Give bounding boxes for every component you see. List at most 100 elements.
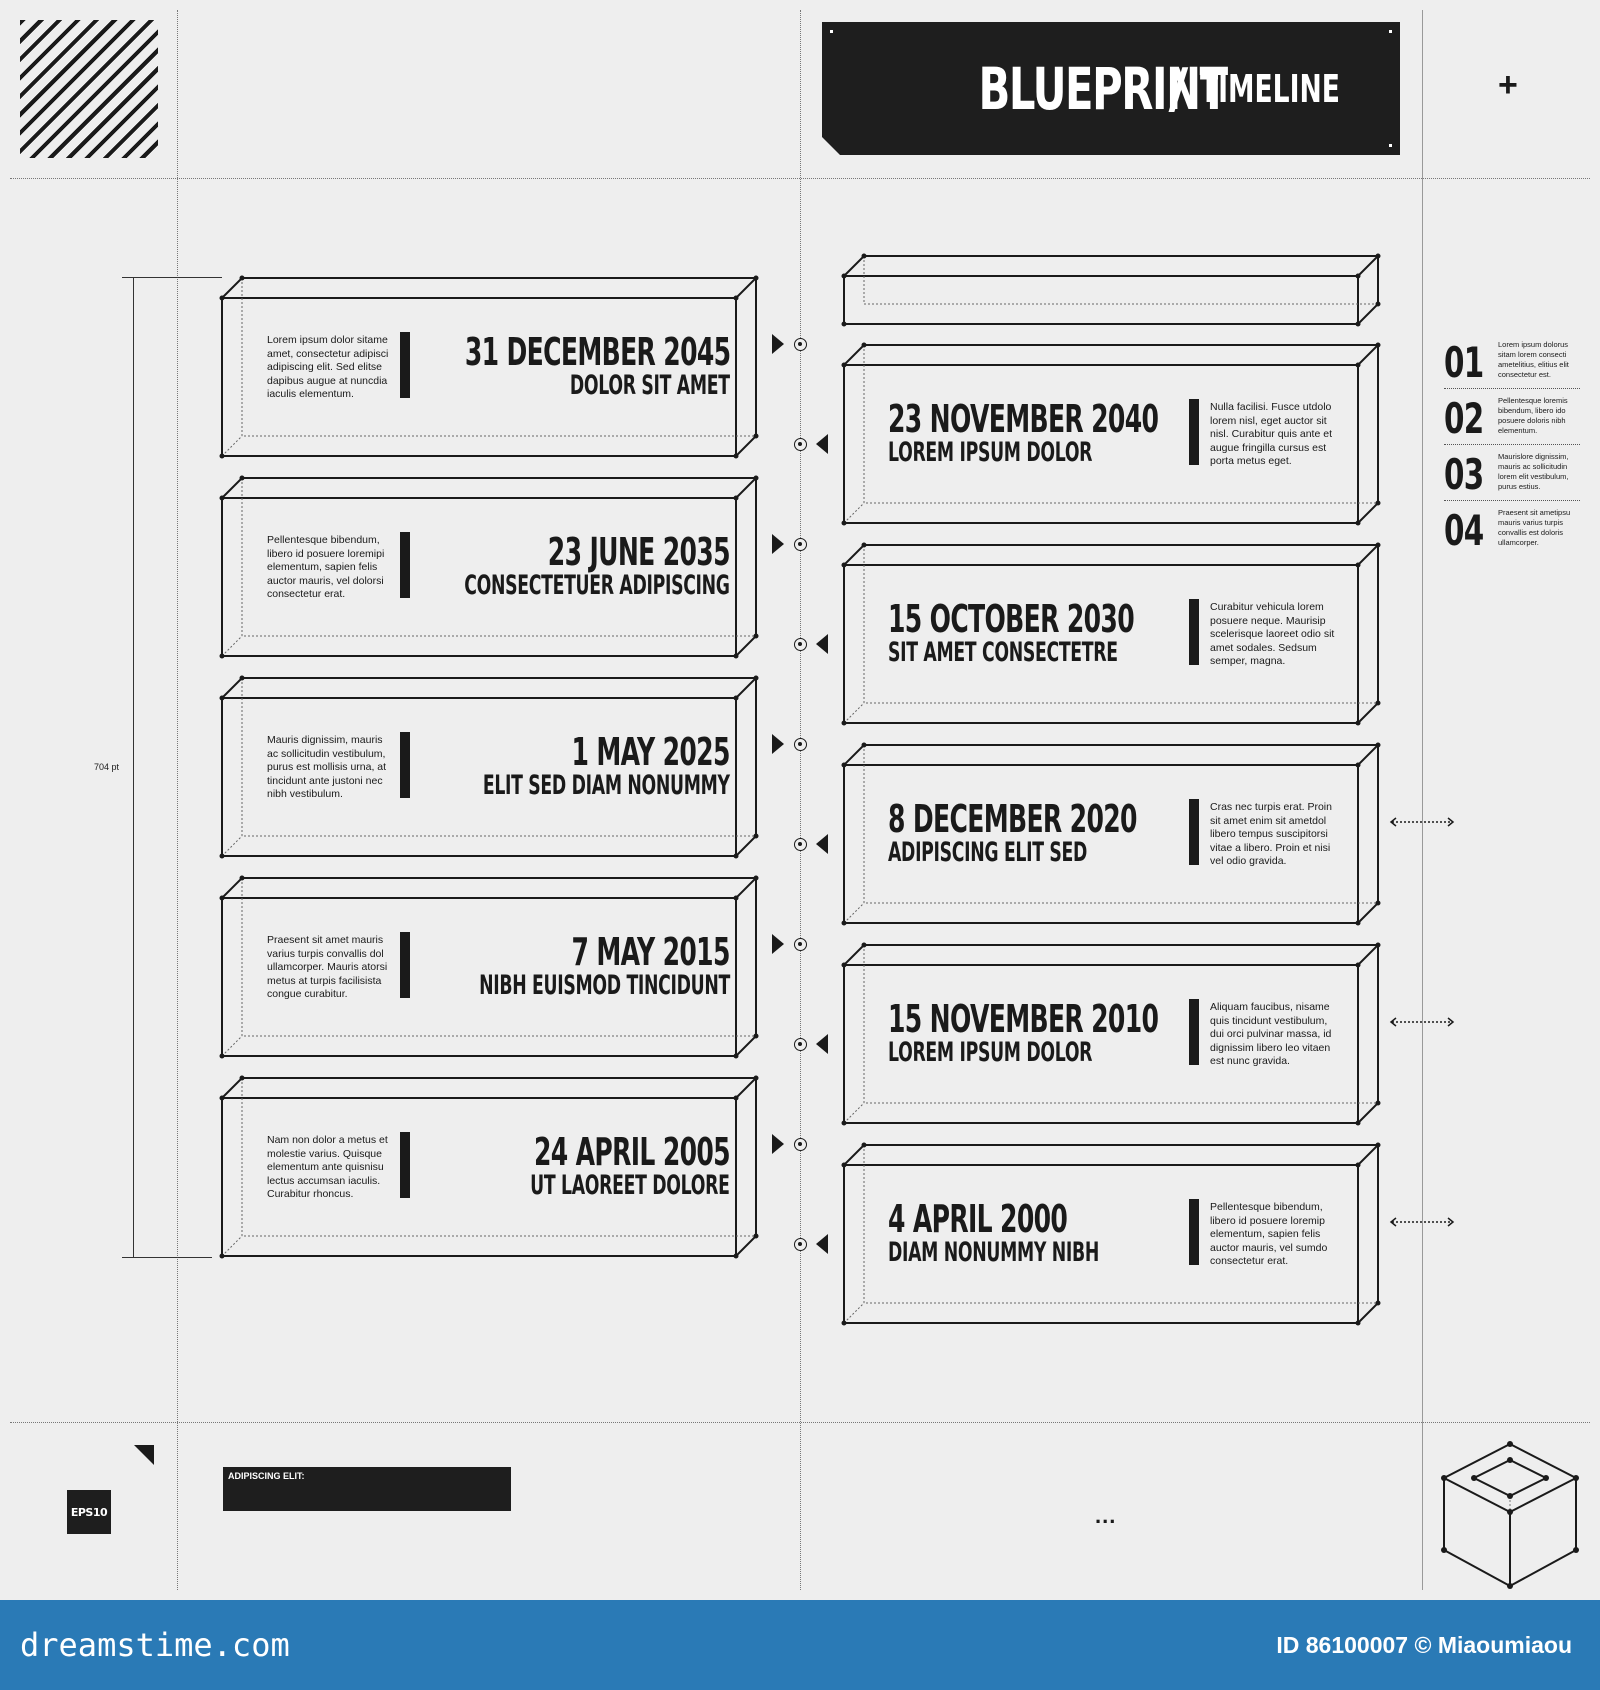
- index-number: 03: [1444, 450, 1484, 499]
- index-number: 04: [1444, 506, 1484, 555]
- double-arrow-icon: [1389, 1017, 1455, 1027]
- card-divider-bar: [1189, 599, 1199, 665]
- timeline-card-right-2: 15 OCTOBER 2030 SIT AMET CONSECTETRE Cur…: [841, 542, 1382, 726]
- card-divider-bar: [1189, 999, 1199, 1065]
- card-divider-bar: [1189, 1199, 1199, 1265]
- index-rule: [1444, 444, 1580, 445]
- guide-left: [177, 10, 178, 1590]
- arrow-right-icon: [772, 534, 784, 554]
- box-frame: [841, 742, 1381, 926]
- card-date: 1 MAY 2025: [571, 730, 731, 774]
- card-caption: CONSECTETUER ADIPISCING: [464, 570, 731, 601]
- timeline-card-left-3: Mauris dignissim, mauris ac sollicitudin…: [219, 675, 760, 859]
- guide-center: [800, 10, 801, 1590]
- card-divider-bar: [400, 932, 410, 998]
- empty-slab: [841, 253, 1382, 327]
- card-date: 24 APRIL 2005: [533, 1130, 731, 1174]
- card-description: Cras nec turpis erat. Proin sit amet eni…: [1210, 801, 1332, 867]
- card-date: 8 DECEMBER 2020: [888, 797, 1137, 841]
- card-date: 7 MAY 2015: [571, 930, 731, 974]
- card-caption: SIT AMET CONSECTETRE: [888, 637, 1118, 668]
- timeline-node: [794, 738, 807, 751]
- timeline-card-left-1: Lorem ipsum dolor sitame amet, consectet…: [219, 275, 760, 459]
- box-frame: [219, 475, 759, 659]
- dimension-label: 704 pt: [94, 762, 120, 772]
- brand-logo[interactable]: dreamstime.com: [20, 1626, 290, 1664]
- header-banner: BLUEPRINT / TIMELINE: [822, 22, 1400, 155]
- timeline-card-left-4: Praesent sit amet mauris varius turpis c…: [219, 875, 760, 1059]
- card-divider-bar: [1189, 399, 1199, 465]
- blueprint-canvas: BLUEPRINT / TIMELINE + 704 pt Lorem ipsu…: [10, 10, 1590, 1590]
- card-date: 31 DECEMBER 2045: [464, 330, 730, 374]
- card-description: Mauris dignissim, mauris ac sollicitudin…: [267, 734, 387, 800]
- dimension-line: [133, 277, 134, 1257]
- brand-footer: dreamstime.com ID 86100007 © Miaoumiaou: [0, 1600, 1600, 1690]
- arrow-left-icon: [816, 434, 828, 454]
- arrow-right-icon: [772, 1134, 784, 1154]
- box-frame: [841, 1142, 1381, 1326]
- isometric-cube-icon: [1441, 1441, 1579, 1589]
- timeline-node: [794, 1138, 807, 1151]
- timeline-node: [794, 938, 807, 951]
- card-divider-bar: [400, 332, 410, 398]
- card-description: Pellentesque bibendum, libero id posuere…: [1210, 1201, 1328, 1267]
- card-description: Praesent sit amet mauris varius turpis c…: [267, 934, 388, 1000]
- timeline-card-right-3: 8 DECEMBER 2020 ADIPISCING ELIT SED Cras…: [841, 742, 1382, 926]
- arrow-right-icon: [772, 734, 784, 754]
- header-dot: [1389, 144, 1392, 147]
- ellipsis: ...: [1095, 1503, 1117, 1528]
- index-rule: [1444, 388, 1580, 389]
- timeline-node: [794, 1238, 807, 1251]
- guide-right: [1422, 10, 1423, 1590]
- card-caption: ADIPISCING ELIT SED: [888, 837, 1088, 868]
- corner-triangle-icon: [134, 1445, 154, 1465]
- card-date: 23 NOVEMBER 2040: [888, 397, 1159, 441]
- image-credit: ID 86100007 © Miaoumiaou: [1276, 1632, 1572, 1658]
- card-description: Lorem ipsum dolor sitame amet, consectet…: [267, 334, 389, 400]
- timeline-node: [794, 338, 807, 351]
- arrow-left-icon: [816, 1234, 828, 1254]
- plus-icon: +: [1498, 66, 1518, 104]
- timeline-node: [794, 438, 807, 451]
- footer-label-bar: ADIPISCING ELIT:: [223, 1467, 511, 1511]
- card-caption: DOLOR SIT AMET: [570, 370, 730, 401]
- index-text: Praesent sit ametipsu mauris varius turp…: [1498, 508, 1571, 547]
- card-description: Pellentesque bibendum, libero id posuere…: [267, 534, 385, 600]
- header-dot: [1389, 30, 1392, 33]
- index-text: Lorem ipsum dolorus sitam lorem consecti…: [1498, 340, 1569, 379]
- card-divider-bar: [400, 1132, 410, 1198]
- eps-badge: EPS10: [67, 1490, 111, 1534]
- card-date: 23 JUNE 2035: [547, 530, 731, 574]
- hatch-pattern: [20, 20, 158, 158]
- arrow-left-icon: [816, 1034, 828, 1054]
- arrow-right-icon: [772, 334, 784, 354]
- box-frame: [841, 542, 1381, 726]
- index-number: 02: [1444, 394, 1484, 443]
- card-caption: LOREM IPSUM DOLOR: [888, 1037, 1093, 1068]
- dimension-extension: [122, 277, 222, 278]
- header-dot: [830, 30, 833, 33]
- box-frame: [219, 1075, 759, 1259]
- timeline-node: [794, 1038, 807, 1051]
- card-divider-bar: [400, 732, 410, 798]
- timeline-card-left-2: Pellentesque bibendum, libero id posuere…: [219, 475, 760, 659]
- timeline-node: [794, 638, 807, 651]
- timeline-node: [794, 538, 807, 551]
- card-date: 15 OCTOBER 2030: [888, 597, 1135, 641]
- card-date: 15 NOVEMBER 2010: [888, 997, 1159, 1041]
- card-caption: ELIT SED DIAM NONUMMY: [483, 770, 730, 801]
- card-caption: UT LAOREET DOLORE: [530, 1170, 731, 1201]
- card-date: 4 APRIL 2000: [888, 1197, 1068, 1241]
- double-arrow-icon: [1389, 1217, 1455, 1227]
- header-separator: /: [1168, 57, 1189, 120]
- timeline-card-left-5: Nam non dolor a metus et molestie varius…: [219, 1075, 760, 1259]
- index-text: Pellentesque loremis bibendum, libero id…: [1498, 396, 1568, 435]
- header-subtitle: TIMELINE: [1200, 66, 1341, 111]
- card-description: Nulla facilisi. Fusce utdolo lorem nisl,…: [1210, 401, 1332, 467]
- card-caption: DIAM NONUMMY NIBH: [888, 1237, 1100, 1268]
- timeline-card-right-5: 4 APRIL 2000 DIAM NONUMMY NIBH Pellentes…: [841, 1142, 1382, 1326]
- timeline-node: [794, 838, 807, 851]
- box-frame: [219, 675, 759, 859]
- box-frame: [219, 275, 759, 459]
- double-arrow-icon: [1389, 817, 1455, 827]
